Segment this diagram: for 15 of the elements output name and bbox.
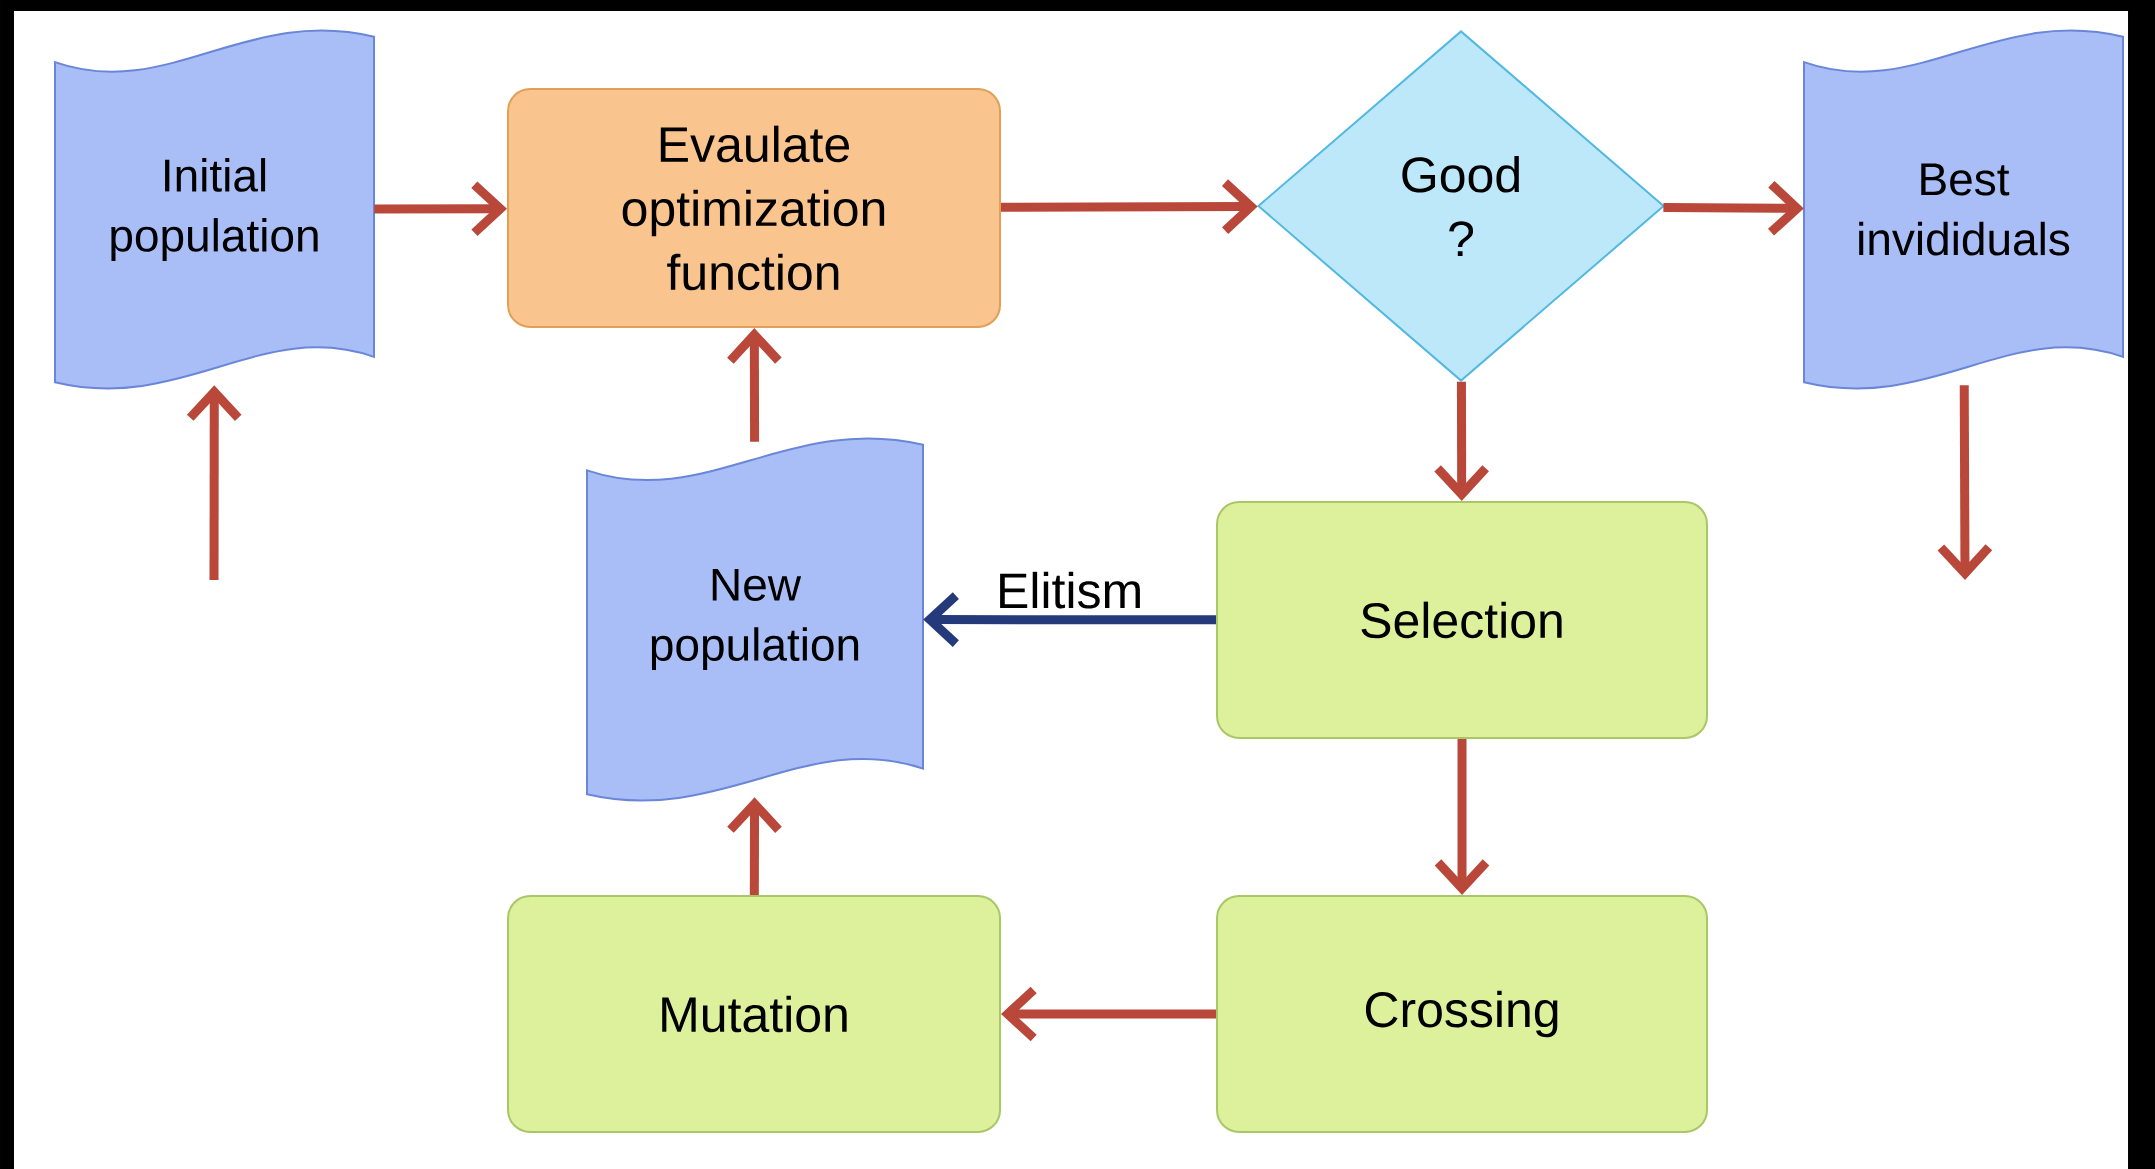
arrow xyxy=(1663,180,1804,236)
edge-label: Elitism xyxy=(993,568,1147,612)
arrow xyxy=(1434,381,1489,501)
arrow xyxy=(186,385,242,580)
process-box: Mutation xyxy=(507,895,1001,1133)
process-box: Selection xyxy=(1216,501,1708,739)
process-box: Crossing xyxy=(1216,895,1708,1133)
arrow xyxy=(923,592,1216,647)
arrow xyxy=(727,328,782,442)
arrow xyxy=(1001,986,1216,1042)
arrow xyxy=(1001,179,1258,234)
arrow xyxy=(1937,385,1993,580)
process-box: Evaulate optimization function xyxy=(507,88,1001,328)
arrow xyxy=(374,181,507,237)
arrow xyxy=(1434,739,1490,895)
